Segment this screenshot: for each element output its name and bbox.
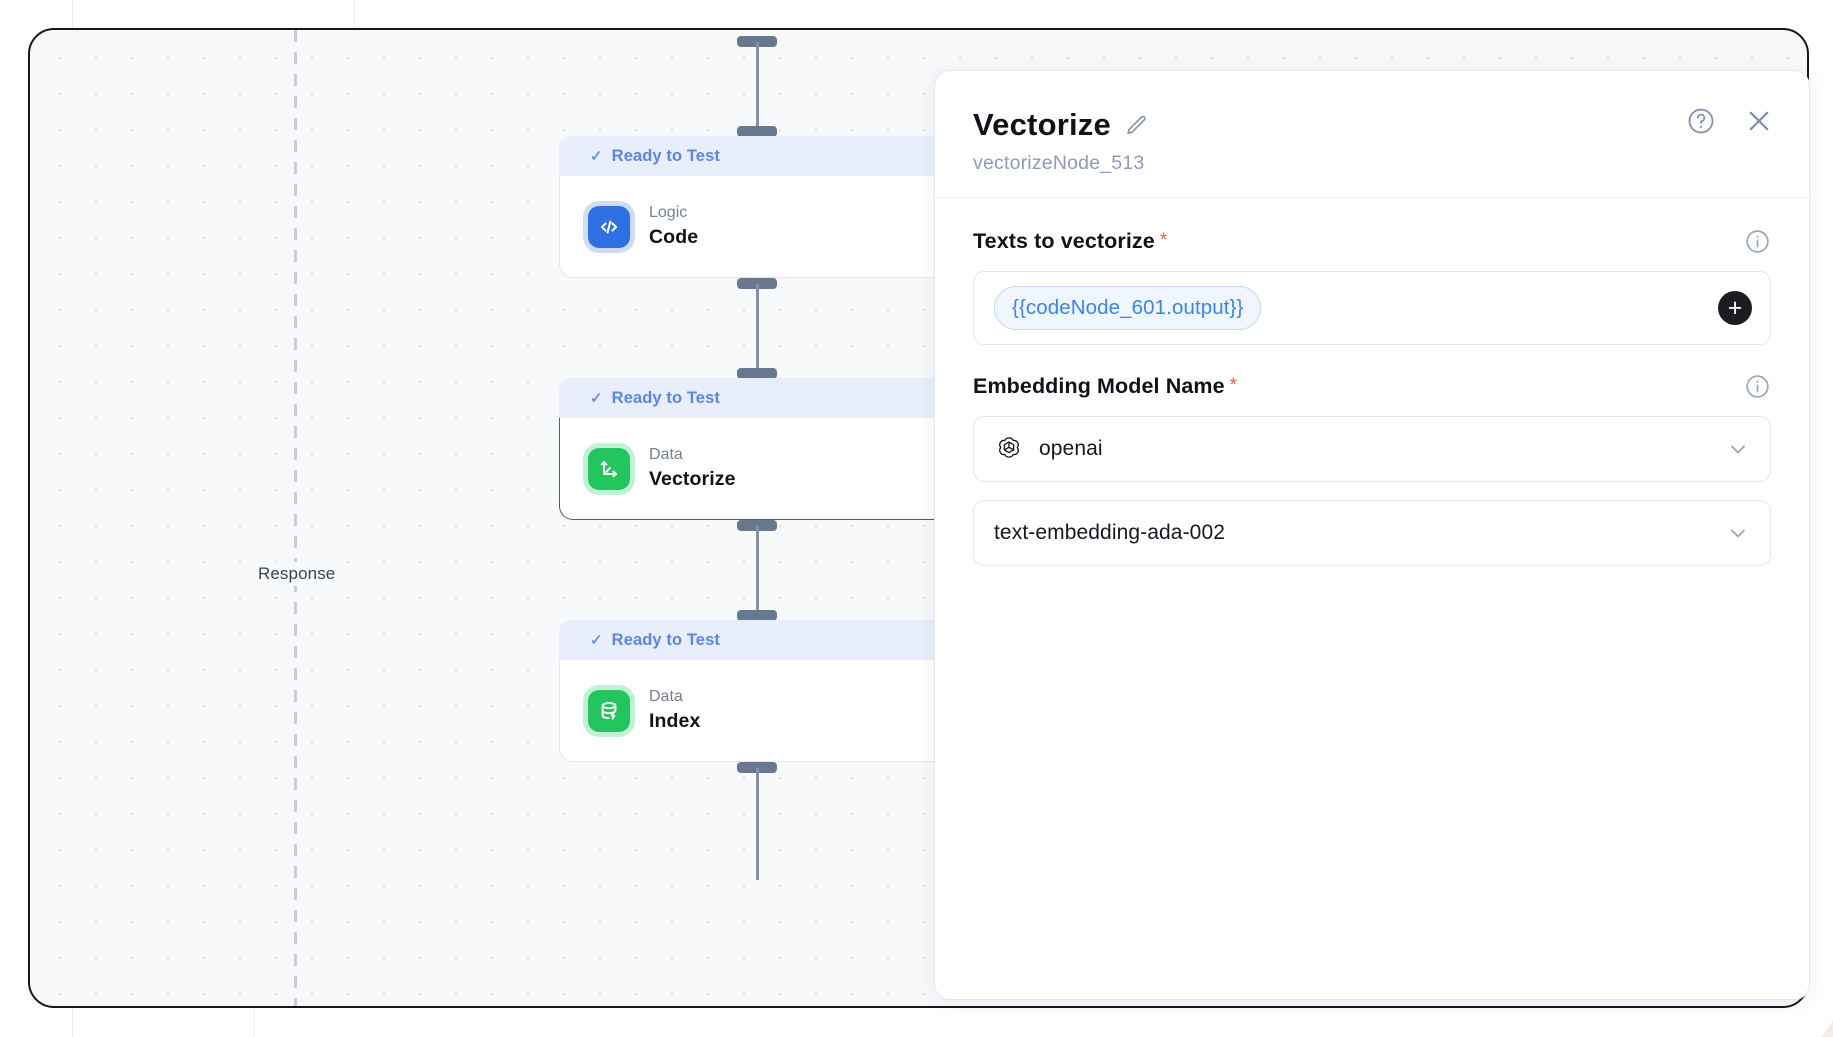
check-icon: ✓ (590, 631, 603, 649)
edge-handle[interactable] (737, 278, 777, 289)
node-kind-label: Logic (649, 204, 688, 222)
add-token-button[interactable]: + (1718, 291, 1752, 325)
node-body[interactable]: Data Index (559, 660, 959, 762)
panel-body: Texts to vectorize* {{codeNode_601.outpu… (935, 198, 1809, 566)
ruler-line (72, 0, 73, 28)
info-circle-icon[interactable] (1744, 373, 1771, 400)
field-texts-to-vectorize: Texts to vectorize* {{codeNode_601.outpu… (973, 228, 1771, 345)
openai-logo-icon (994, 434, 1024, 464)
node-status-badge: ✓ Ready to Test (559, 620, 959, 660)
check-icon: ✓ (590, 147, 603, 165)
edge-connector (756, 284, 759, 374)
field-label-group: Texts to vectorize* (973, 229, 1167, 254)
node-name-label: Index (649, 709, 701, 732)
field-embedding-model-name: Embedding Model Name* (973, 373, 1771, 566)
node-text: Logic Code (649, 204, 698, 248)
required-marker: * (1229, 375, 1238, 396)
edge-handle[interactable] (737, 36, 777, 47)
field-label-row: Embedding Model Name* (973, 373, 1771, 400)
node-inspector-panel: Vectorize vectorizeNode_513 (934, 70, 1810, 1000)
panel-header: Vectorize vectorizeNode_513 (935, 71, 1809, 198)
flow-node-index[interactable]: ✓ Ready to Test Data Index (559, 620, 959, 762)
node-body[interactable]: Data Vectorize (559, 418, 959, 520)
required-marker: * (1159, 230, 1168, 251)
field-label-row: Texts to vectorize* (973, 228, 1771, 255)
vector-axes-icon (588, 447, 630, 490)
provider-value: openai (1039, 437, 1103, 460)
node-body[interactable]: Logic Code (559, 176, 959, 278)
check-icon: ✓ (590, 389, 603, 407)
chevron-down-icon[interactable] (1726, 437, 1750, 461)
edge-connector (756, 42, 759, 132)
node-status-label: Ready to Test (611, 630, 720, 649)
variable-token[interactable]: {{codeNode_601.output}} (994, 286, 1262, 330)
embedding-provider-select[interactable]: openai (973, 416, 1771, 482)
node-kind-label: Data (649, 688, 683, 706)
node-id-label: vectorizeNode_513 (973, 152, 1145, 174)
model-value: text-embedding-ada-002 (994, 521, 1226, 544)
database-icon (588, 689, 630, 732)
node-name-label: Vectorize (649, 467, 736, 490)
panel-header-actions (1685, 105, 1775, 137)
field-label: Texts to vectorize (973, 229, 1155, 253)
flow-node-code[interactable]: ✓ Ready to Test Logic Code (559, 136, 959, 278)
node-text: Data Index (649, 688, 700, 732)
node-name-label: Code (649, 225, 699, 248)
page-title: Vectorize (973, 107, 1111, 142)
texts-to-vectorize-input[interactable]: {{codeNode_601.output}} + (973, 271, 1771, 345)
edge-handle[interactable] (737, 520, 777, 531)
panel-title-row: Vectorize (973, 107, 1771, 143)
embedding-model-select[interactable]: text-embedding-ada-002 (973, 500, 1771, 566)
edge-handle[interactable] (737, 126, 777, 137)
response-guide-label: Response (252, 562, 342, 586)
ruler-line (354, 0, 355, 28)
node-status-label: Ready to Test (611, 146, 720, 165)
code-brackets-icon (588, 205, 630, 248)
node-status-badge: ✓ Ready to Test (559, 136, 959, 176)
flow-node-vectorize[interactable]: ✓ Ready to Test Data Vectorize (559, 378, 959, 520)
node-kind-label: Data (649, 446, 683, 464)
edge-handle[interactable] (737, 610, 777, 621)
field-label-group: Embedding Model Name* (973, 374, 1237, 399)
edge-connector (756, 526, 759, 616)
edge-handle[interactable] (737, 368, 777, 379)
close-icon[interactable] (1743, 105, 1775, 137)
chevron-down-icon[interactable] (1726, 521, 1750, 545)
pencil-icon[interactable] (1124, 113, 1149, 138)
field-label: Embedding Model Name (973, 374, 1225, 398)
edge-handle[interactable] (737, 762, 777, 773)
response-guide-line (294, 30, 297, 1006)
node-status-badge: ✓ Ready to Test (559, 378, 959, 418)
info-circle-icon[interactable] (1744, 228, 1771, 255)
help-circle-icon[interactable] (1685, 105, 1717, 137)
node-status-label: Ready to Test (611, 388, 720, 407)
node-text: Data Vectorize (649, 446, 736, 490)
edge-connector (756, 768, 759, 880)
